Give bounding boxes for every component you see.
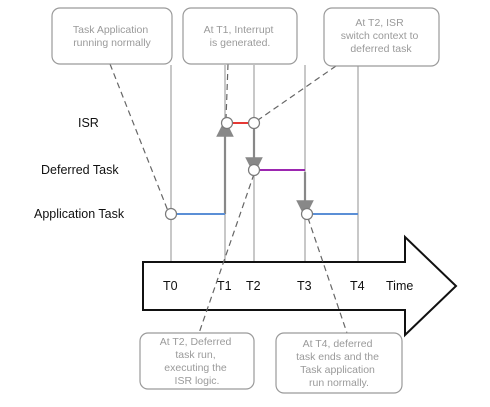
callout-box-0 [51,7,173,65]
tick-label-t1: T1 [217,279,232,293]
connector-callout-4 [307,217,349,337]
time-axis-arrow [142,234,458,338]
tick-label-t0: T0 [163,279,178,293]
tick-label-t3: T3 [297,279,312,293]
connector-callout-3 [197,173,255,337]
callout-box-3 [139,332,255,390]
row-label-isr: ISR [78,116,99,130]
callout-text-4: At T4, deferred task ends and the Task a… [296,338,382,389]
callout-text-0: Task Application running normally [73,24,152,49]
row-label-application: Application Task [34,207,125,221]
callout-box-1 [182,7,298,65]
tick-label-t4: T4 [350,279,365,293]
time-axis-label: Time [386,279,413,293]
callout-text-3: At T2, Deferred task run, executing the … [160,336,235,387]
node-app-t0 [164,207,178,221]
callout-text-2: At T2, ISR switch context to deferred ta… [341,17,422,55]
node-app-t3 [300,207,314,221]
node-isr-t2 [247,116,261,130]
tick-label-t2: T2 [246,279,261,293]
callout-text-1: At T1, Interrupt is generated. [204,24,277,49]
node-isr-t1 [220,116,234,130]
node-deferred-t2 [247,163,261,177]
callout-box-2 [323,7,440,67]
connector-callout-0 [109,63,169,212]
row-label-deferred: Deferred Task [41,163,119,177]
connector-callout-1 [225,63,229,120]
callout-box-4 [275,332,403,394]
connector-callout-2 [257,65,337,121]
